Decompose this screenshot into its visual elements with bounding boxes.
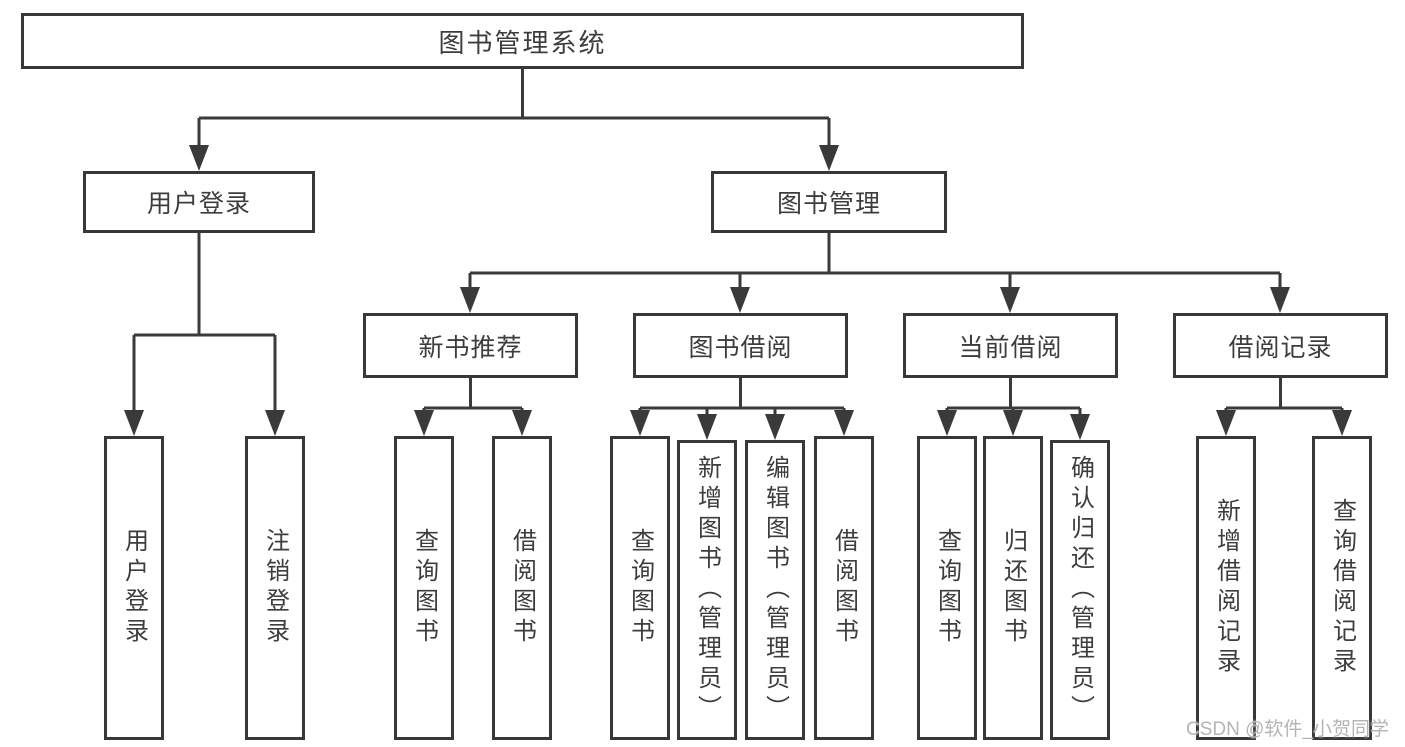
- node-leaf-query-borrow-record: 查询借阅记录: [1312, 436, 1372, 740]
- node-leaf-borrowing-query-books: 查询图书: [610, 436, 670, 740]
- node-leaf-label: 注销登录: [261, 528, 289, 648]
- node-new-book-recommend: 新书推荐: [363, 313, 578, 378]
- node-leaf-logout: 注销登录: [245, 436, 305, 740]
- node-leaf-return-books: 归还图书: [983, 436, 1043, 740]
- node-root: 图书管理系统: [21, 13, 1024, 69]
- node-leaf-label: 查询图书: [626, 528, 654, 648]
- node-book-borrowing: 图书借阅: [633, 313, 848, 378]
- node-leaf-label: 确认归还（管理员）: [1066, 455, 1094, 725]
- node-leaf-recommend-query-books: 查询图书: [394, 436, 454, 740]
- node-leaf-label: 归还图书: [999, 528, 1027, 648]
- node-leaf-label: 查询图书: [933, 528, 961, 648]
- node-leaf-borrowing-borrow-books: 借阅图书: [814, 436, 874, 740]
- node-current-borrowing: 当前借阅: [903, 313, 1118, 378]
- node-leaf-user-login: 用户登录: [104, 436, 164, 740]
- node-leaf-edit-books-admin: 编辑图书（管理员）: [745, 440, 805, 740]
- node-user-login: 用户登录: [83, 171, 315, 233]
- node-book-management: 图书管理: [711, 171, 947, 233]
- node-leaf-current-query-books: 查询图书: [917, 436, 977, 740]
- node-leaf-label: 查询图书: [410, 528, 438, 648]
- node-leaf-label: 新增借阅记录: [1212, 498, 1240, 678]
- node-leaf-label: 编辑图书（管理员）: [761, 455, 789, 725]
- node-borrowing-records: 借阅记录: [1173, 313, 1388, 378]
- node-leaf-label: 借阅图书: [830, 528, 858, 648]
- node-leaf-label: 查询借阅记录: [1328, 498, 1356, 678]
- node-leaf-add-books-admin: 新增图书（管理员）: [677, 440, 737, 740]
- node-leaf-label: 新增图书（管理员）: [693, 455, 721, 725]
- csdn-watermark: CSDN @软件_小贺同学: [1186, 719, 1389, 740]
- node-leaf-recommend-borrow-books: 借阅图书: [492, 436, 552, 740]
- node-leaf-add-borrow-record: 新增借阅记录: [1196, 436, 1256, 740]
- node-leaf-label: 用户登录: [120, 528, 148, 648]
- node-leaf-label: 借阅图书: [508, 528, 536, 648]
- node-leaf-confirm-return-admin: 确认归还（管理员）: [1050, 440, 1110, 740]
